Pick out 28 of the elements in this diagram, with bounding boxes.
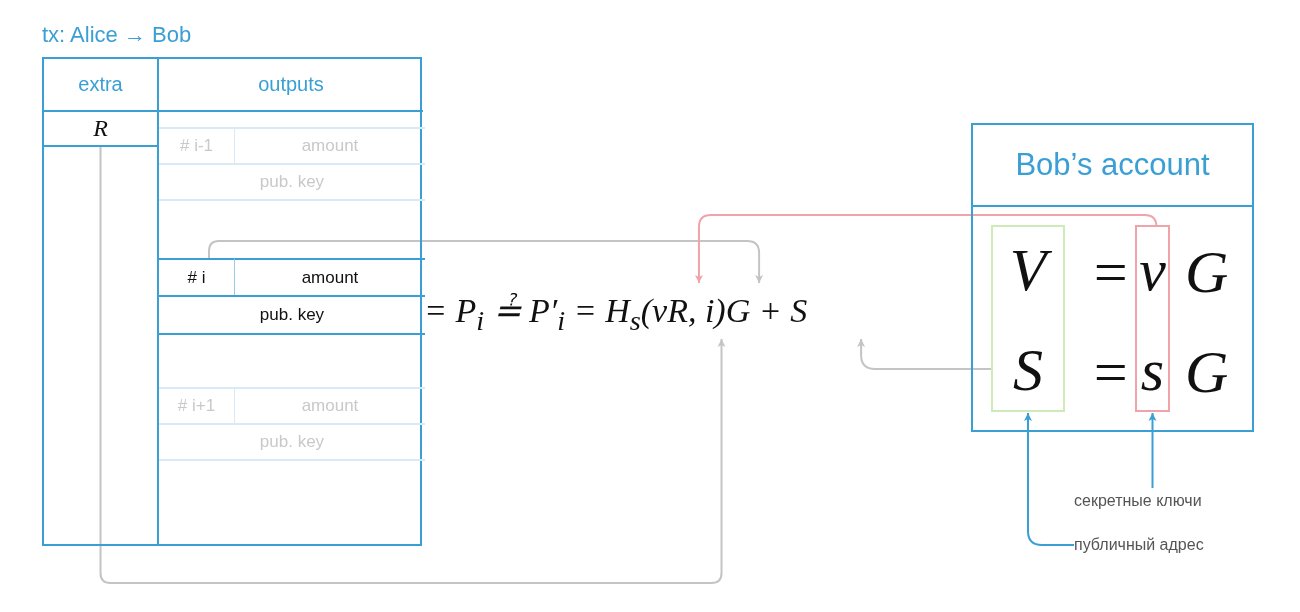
formula: = P$_{i}$ ≟ P′$_{i}$ = H$_{s}$(vR, i)G + S <box>424 284 894 338</box>
math-symbol: s <box>1139 336 1166 405</box>
annotation-text: публичный адрес <box>1074 532 1254 558</box>
column-header: outputs <box>159 59 423 112</box>
arrow <box>694 214 1158 284</box>
table-cell: R <box>44 112 157 147</box>
table-title: tx: Alice → Bob <box>42 22 192 48</box>
math-symbol: = <box>1090 338 1131 407</box>
public-key-frame <box>991 225 1065 412</box>
arrow <box>1148 412 1157 489</box>
secret-key-frame <box>1135 225 1170 412</box>
table-column <box>157 59 423 544</box>
table-cell: # i <box>159 258 235 295</box>
math-symbol: G <box>1185 338 1229 407</box>
table-cell: pub. key <box>159 295 425 335</box>
arrow <box>99 146 726 584</box>
math-symbol: V <box>993 235 1063 305</box>
account-panel <box>971 123 1254 432</box>
table-cell: amount <box>235 258 425 295</box>
math-symbol: S <box>1012 336 1044 405</box>
annotation-text: секретные ключи <box>1074 488 1254 514</box>
column-header: extra <box>44 59 157 112</box>
arrow <box>1024 412 1075 546</box>
math-symbol: v <box>1138 236 1167 305</box>
panel-title: Bob’s account <box>973 125 1252 207</box>
math-symbol: = <box>1090 238 1131 307</box>
math-symbol: G <box>1185 238 1229 307</box>
arrow <box>857 338 992 370</box>
